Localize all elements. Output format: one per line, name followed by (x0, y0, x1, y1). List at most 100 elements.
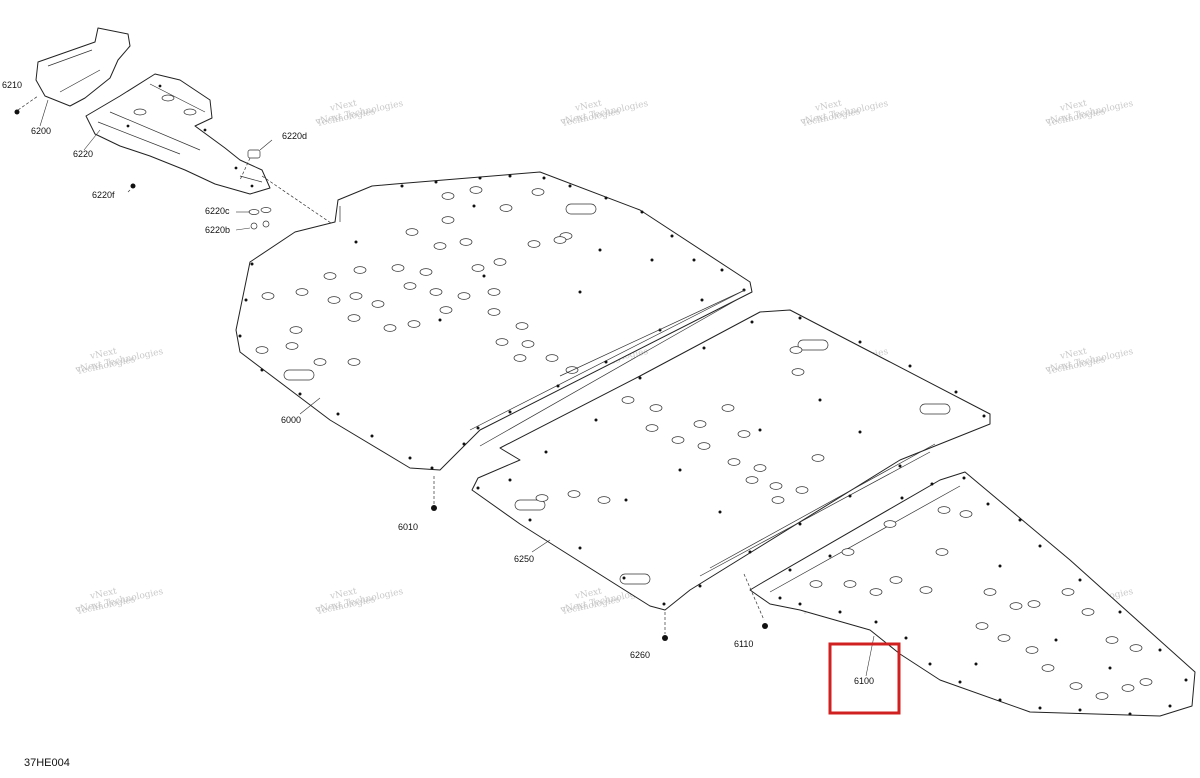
skid-plate-6100[interactable] (749, 471, 1196, 717)
callout-6210[interactable]: 6210 (2, 80, 22, 90)
fastener-6220f[interactable] (130, 183, 136, 189)
perforation-hole (983, 588, 997, 596)
perforation-hole (471, 264, 485, 272)
perforation-hole (937, 506, 951, 514)
callout-6250[interactable]: 6250 (514, 554, 534, 564)
leader-lines (39, 99, 875, 677)
perforation-hole (405, 228, 419, 236)
bolt-hole (678, 468, 682, 472)
perforation-hole (795, 486, 809, 494)
fastener-6260[interactable] (662, 612, 668, 641)
perforation-hole (843, 580, 857, 588)
perforation-hole (1041, 664, 1055, 672)
callout-6260[interactable]: 6260 (630, 650, 650, 660)
fastener-6220c[interactable] (248, 207, 272, 215)
bolt-hole (1184, 678, 1188, 682)
perforation-hole (883, 520, 897, 528)
perforation-hole (407, 320, 421, 328)
perforation-hole (527, 240, 541, 248)
bolt-hole (702, 346, 706, 350)
fastener-6010[interactable] (431, 476, 437, 511)
perforation-hole (1069, 682, 1083, 690)
bolt-hole (528, 518, 532, 522)
perforation-hole (737, 430, 751, 438)
perforation-hole (487, 288, 501, 296)
bolt-hole (974, 662, 978, 666)
perforation-hole (545, 354, 559, 362)
fastener-6220b[interactable] (250, 220, 270, 230)
perforation-hole (753, 464, 767, 472)
perforation-hole (1025, 646, 1039, 654)
fastener-6110[interactable] (743, 573, 768, 629)
front-skid-plate-6200[interactable] (35, 27, 131, 107)
perforation-hole (391, 264, 405, 272)
callout-6220c[interactable]: 6220c (205, 206, 230, 216)
callout-6220f[interactable]: 6220f (92, 190, 115, 200)
bolt-hole (748, 550, 752, 554)
bolt-hole (858, 430, 862, 434)
bolt-hole (598, 248, 602, 252)
perforation-hole (791, 368, 805, 376)
svg-text:vNext Technologies: vNext Technologies (1044, 347, 1135, 376)
perforation-hole (439, 306, 453, 314)
perforation-hole (323, 272, 337, 280)
perforation-hole (645, 424, 659, 432)
perforation-hole (261, 292, 275, 300)
bolt-hole (298, 392, 302, 396)
bolt-hole (604, 360, 608, 364)
callout-6110[interactable]: 6110 (734, 639, 753, 649)
perforation-hole (403, 282, 417, 290)
callout-6200[interactable]: 6200 (31, 126, 51, 136)
bolt-hole (578, 290, 582, 294)
bolt-hole (408, 456, 412, 460)
perforation-hole (697, 442, 711, 450)
perforation-hole (419, 268, 433, 276)
fastener-6210[interactable] (14, 95, 39, 115)
bolt-hole (370, 434, 374, 438)
callout-6220d[interactable]: 6220d (282, 131, 307, 141)
front-skid-plate-6220[interactable] (85, 73, 271, 195)
perforation-hole (975, 622, 989, 630)
callout-6000[interactable]: 6000 (281, 415, 301, 425)
perforation-hole (621, 396, 635, 404)
perforation-hole (285, 342, 299, 350)
perforation-hole (671, 436, 685, 444)
bolt-hole (750, 320, 754, 324)
perforation-hole (371, 300, 385, 308)
bolt-hole (650, 258, 654, 262)
bolt-hole (720, 268, 724, 272)
perforation-hole (535, 494, 549, 502)
perforation-hole (1027, 600, 1041, 608)
perforation-hole (567, 490, 581, 498)
callout-6010[interactable]: 6010 (398, 522, 418, 532)
bolt-hole (238, 334, 242, 338)
skid-plate-6250[interactable] (471, 289, 991, 611)
callout-6100[interactable]: 6100 (854, 676, 874, 686)
bolt-hole (1128, 712, 1132, 716)
bolt-hole (874, 620, 878, 624)
bolt-hole (430, 466, 434, 470)
bolt-hole (1018, 518, 1022, 522)
skid-plate-6000[interactable] (235, 171, 753, 471)
perforation-hole (429, 288, 443, 296)
bolt-hole (692, 258, 696, 262)
perforation-hole (1095, 692, 1109, 700)
bolt-hole (778, 596, 782, 600)
callout-6220b[interactable]: 6220b (205, 225, 230, 235)
diagram-reference-id: 37HE004 (24, 757, 70, 769)
bolt-hole (898, 464, 902, 468)
perforation-hole (727, 458, 741, 466)
fastener-6220d[interactable] (239, 149, 261, 181)
perforation-hole (441, 216, 455, 224)
bolt-hole (662, 602, 666, 606)
callout-6220[interactable]: 6220 (73, 149, 93, 159)
perforation-hole (809, 580, 823, 588)
bolt-hole (1168, 704, 1172, 708)
bolt-hole (838, 610, 842, 614)
perforation-hole (383, 324, 397, 332)
